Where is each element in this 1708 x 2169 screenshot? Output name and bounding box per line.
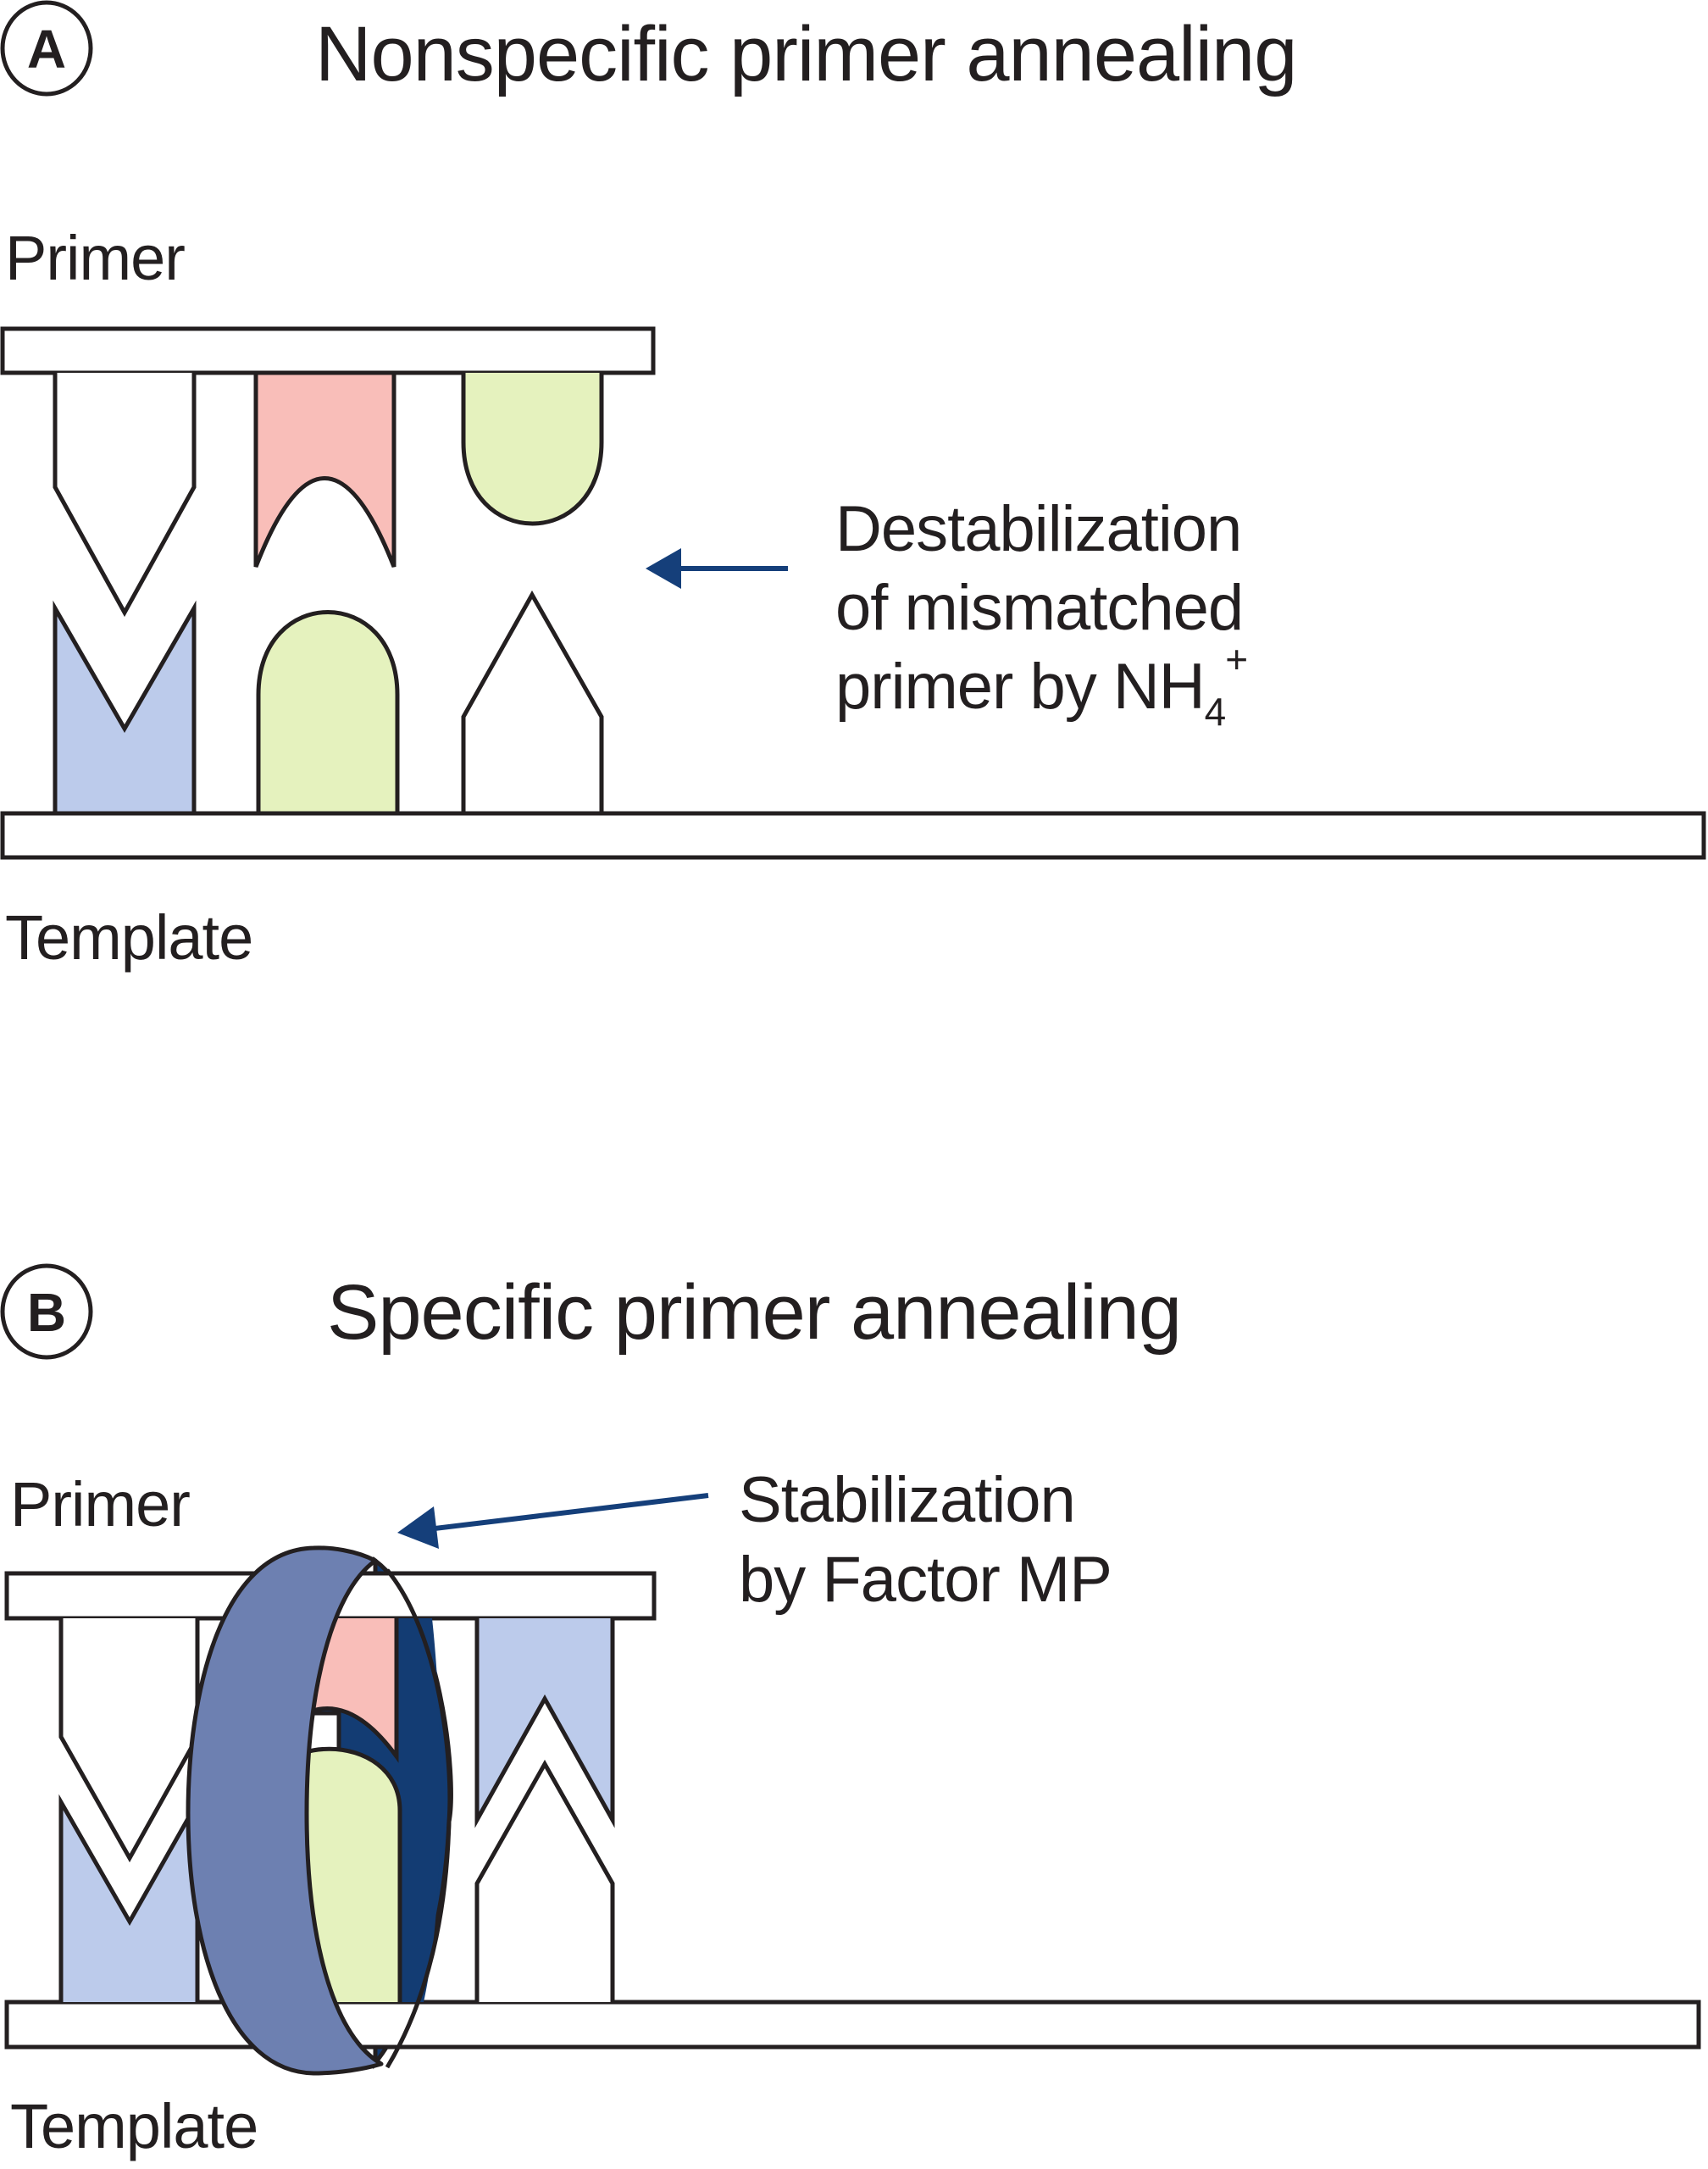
panel-a-template-base-white-pointed — [461, 590, 604, 813]
panel-a-template-base-green-rounded — [256, 610, 400, 813]
panel-a-template-label: Template — [5, 902, 252, 973]
panel-a-primer-base-green-rounded — [461, 373, 604, 526]
panel-a-annotation-line-3: primer by NH4 + — [835, 637, 1247, 734]
badge-circle — [0, 1263, 93, 1360]
annotation-text: primer by NH — [835, 651, 1205, 723]
panel-a-primer-base-pink-concave — [253, 370, 396, 568]
panel-b-annotation-line-1: Stabilization — [739, 1464, 1075, 1536]
panel-b-primer-label: Primer — [10, 1469, 190, 1539]
badge-circle — [0, 0, 93, 97]
annotation-superscript: + — [1225, 637, 1247, 681]
factor-mp-ring-front — [186, 1545, 384, 2076]
badge-letter: A — [27, 19, 66, 80]
factor-mp-ring-back-edge — [385, 1568, 452, 2069]
panel-a-annotation-line-2: of mismatched — [835, 572, 1243, 644]
panel-b: B Specific primer annealing Primer Templ… — [0, 1263, 1701, 2161]
panel-a-badge: A — [0, 0, 93, 97]
panel-b-badge: B — [0, 1263, 93, 1360]
panel-b-primer-base-white-pointed — [58, 1618, 200, 1863]
badge-letter: B — [27, 1282, 66, 1343]
panel-a-template-strand — [0, 811, 1706, 860]
panel-a-annotation-line-1: Destabilization — [835, 493, 1241, 565]
panel-b-template-label: Template — [10, 2091, 258, 2161]
annotation-subscript: 4 — [1205, 690, 1226, 734]
panel-b-primer-base-blue-notched — [474, 1618, 615, 1828]
panel-b-annotation-line-2: by Factor MP — [739, 1544, 1112, 1616]
panel-a-title: Nonspecific primer annealing — [315, 11, 1296, 97]
panel-a-primer-label: Primer — [5, 223, 185, 293]
panel-b-title: Specific primer annealing — [327, 1269, 1181, 1356]
panel-a-primer-base-white-pointed — [53, 373, 197, 618]
panel-b-template-base-white-pointed — [474, 1759, 615, 2002]
panel-a-template-base-blue-notched — [53, 600, 197, 813]
panel-b-arrow-icon — [397, 1493, 709, 1549]
panel-a: A Nonspecific primer annealing Primer Te… — [0, 0, 1706, 973]
panel-a-arrow-icon — [646, 548, 788, 589]
panel-a-primer-strand — [0, 326, 656, 375]
